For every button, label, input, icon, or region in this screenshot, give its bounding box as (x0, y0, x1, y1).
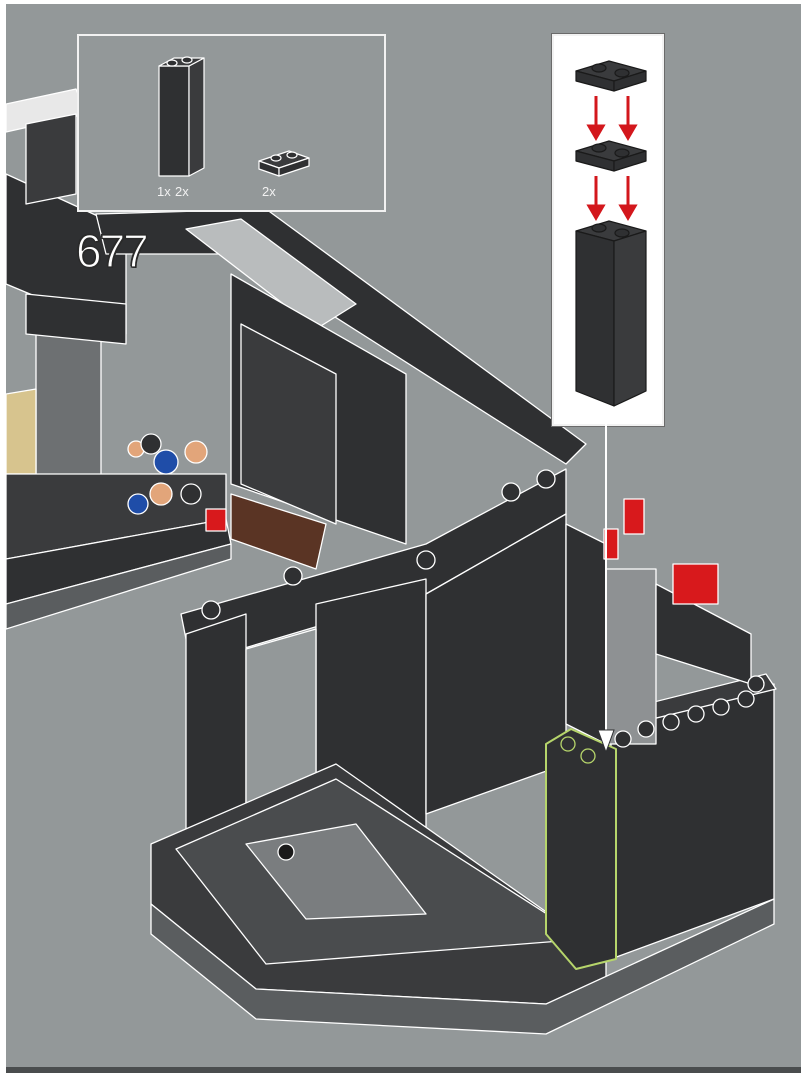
red-technic-brick (672, 563, 719, 605)
highlighted-new-brick (545, 728, 617, 970)
sub-assembly-box (551, 33, 665, 427)
part-quantity-1: 1x (157, 184, 171, 199)
sub-brick-stud-2 (614, 228, 630, 238)
part-quantity-3: 2x (262, 184, 276, 199)
red-arrow-3-head (586, 204, 606, 221)
parts-list-box: 1x 2x 2x (77, 34, 386, 212)
wall-stud-1 (614, 730, 632, 748)
page-bottom-bar (6, 1067, 801, 1073)
left-base-step-3 (6, 543, 232, 630)
part-tall-brick-front (158, 65, 190, 177)
arch-stud-4 (501, 482, 521, 502)
wall-stud-6 (737, 690, 755, 708)
sub-assembly-art (575, 60, 647, 407)
arch-stud-3 (416, 550, 436, 570)
grey-stud-1 (140, 433, 162, 455)
blue-stud-2 (127, 493, 149, 515)
instruction-page: 1x 2x 2x 677 (6, 4, 801, 1073)
peach-stud-1 (184, 440, 208, 464)
sub-brick-front (575, 230, 615, 407)
peach-stud-2 (149, 482, 173, 506)
wall-stud-4 (687, 705, 705, 723)
sub-plate-2-stud-1 (591, 143, 607, 153)
wall-stud-3 (662, 713, 680, 731)
part-tile-side (278, 157, 310, 177)
sub-brick-side (613, 230, 647, 407)
red-arrow-4-head (618, 204, 638, 221)
red-arrow-1-head (586, 124, 606, 141)
new-brick-stud-1 (560, 736, 576, 752)
base-skirt (150, 898, 775, 1035)
blue-stud-1 (153, 449, 179, 475)
parts-list-art (158, 56, 310, 177)
center-door-frame (240, 323, 337, 525)
sub-brick-stud-1 (591, 223, 607, 233)
wall-stud-2 (637, 720, 655, 738)
wall-stud-7 (747, 675, 765, 693)
arch-stud-2 (283, 566, 303, 586)
sub-plate-1-stud-2 (614, 68, 630, 78)
sub-plate-1-side (613, 70, 647, 92)
left-column (25, 113, 77, 205)
pillar-back-wall (565, 523, 607, 745)
part-quantity-2: 2x (175, 184, 189, 199)
part-tile-stud-2 (286, 151, 298, 159)
wall-stud-5 (712, 698, 730, 716)
twisted-pillar (605, 568, 657, 745)
brown-strip (230, 493, 327, 570)
arch-stud-1 (201, 600, 221, 620)
red-connector-top (623, 498, 645, 535)
floor-dark-stud (277, 843, 295, 861)
arch-stud-5 (536, 469, 556, 489)
new-brick-stud-2 (580, 748, 596, 764)
top-beam-light-face (185, 218, 357, 330)
build-scene (6, 88, 777, 1035)
grey-stud-2 (180, 483, 202, 505)
red-small-piece-left (205, 508, 227, 532)
sub-plate-1-stud-1 (591, 63, 607, 73)
part-tall-brick-side (188, 57, 205, 177)
step-number: 677 (75, 224, 149, 277)
gray-pillar-top (25, 293, 127, 345)
red-piece-mid (603, 528, 619, 560)
sub-plate-2-stud-2 (614, 148, 630, 158)
tan-floor (6, 388, 37, 475)
part-tile-stud-1 (270, 154, 282, 162)
red-arrow-2-head (618, 124, 638, 141)
part-tall-brick-stud-1 (166, 59, 178, 67)
part-tall-brick-stud-2 (181, 56, 193, 64)
sub-plate-2-side (613, 150, 647, 172)
